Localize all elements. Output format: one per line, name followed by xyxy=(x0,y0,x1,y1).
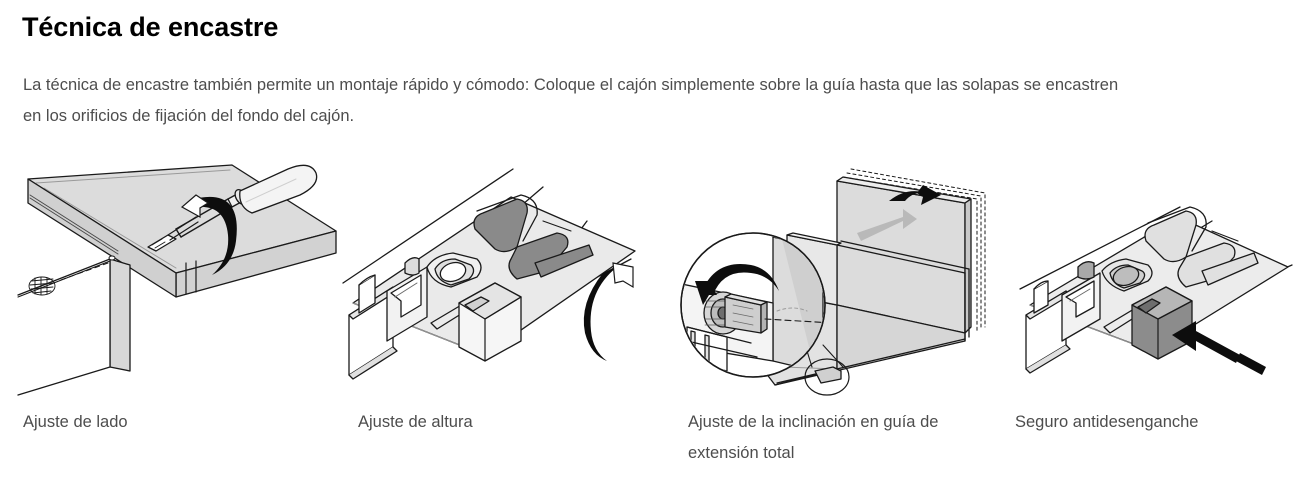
figure-row: Ajuste de lado xyxy=(0,155,1301,475)
figure-caption: Ajuste de lado xyxy=(23,413,128,431)
figure-caption: Ajuste de la inclinación en guía de exte… xyxy=(688,413,939,462)
rotation-arrow-icon xyxy=(583,262,634,361)
page-title: Técnica de encastre xyxy=(22,12,279,42)
lift-arrow-icon xyxy=(889,185,941,205)
push-arrow-icon xyxy=(1172,321,1266,375)
figure-caption: Ajuste de altura xyxy=(358,413,473,431)
insert-arrow-icon xyxy=(857,209,917,241)
drawer-corner-screwdriver-icon xyxy=(17,164,337,396)
anti-release-lock-icon xyxy=(1019,206,1293,375)
drawer-box-tilt-adjustment-icon xyxy=(680,168,986,396)
figure-ajuste-de-lado: Ajuste de lado xyxy=(0,155,340,431)
figure-caption: Seguro antidesenganche xyxy=(1015,413,1199,431)
figure-ajuste-de-altura: Ajuste de altura xyxy=(335,155,675,431)
intro-paragraph: La técnica de encastre también permite u… xyxy=(23,76,1119,125)
runner-height-adjustment-icon xyxy=(342,168,636,380)
rotation-arrow-icon xyxy=(180,194,237,275)
figure-ajuste-inclinacion: Ajuste de la inclinación en guía de exte… xyxy=(665,155,1005,462)
figure-seguro-antidesenganche: Seguro antidesenganche xyxy=(1000,155,1301,431)
rotation-arrow-icon xyxy=(695,264,779,305)
